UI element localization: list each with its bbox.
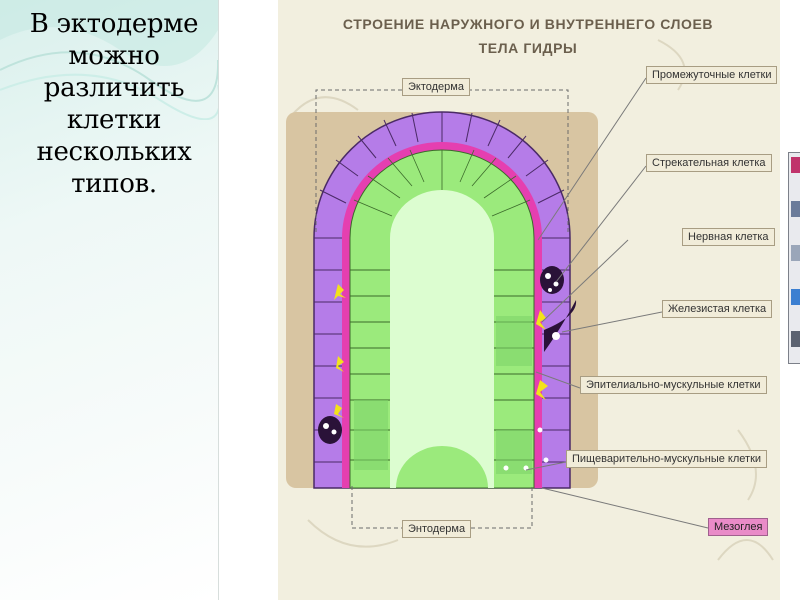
label-digestive-muscle-cells: Пищеварительно-мускульные клетки — [566, 450, 768, 468]
decorative-wave — [0, 0, 218, 120]
endoderm-dots — [503, 427, 549, 471]
gastric-cavity — [390, 190, 494, 488]
side-toolbar — [788, 152, 800, 364]
stinging-cells — [318, 266, 577, 444]
toolbar-button-2[interactable] — [791, 201, 800, 217]
hydra-diagram — [286, 39, 774, 561]
label-epithelial-muscle-cells: Эпителиально-мускульные клетки — [580, 376, 767, 394]
diagram-title: СТРОЕНИЕ НАРУЖНОГО И ВНУТРЕННЕГО СЛОЕВ Т… — [342, 16, 714, 56]
divider — [218, 0, 219, 600]
nerve-cells — [334, 284, 548, 418]
toolbar-button-5[interactable] — [791, 331, 800, 347]
label-endoderm: Энтодерма — [402, 520, 472, 538]
slide-text: В эктодерме можно различить клетки неско… — [29, 9, 199, 199]
label-ectoderm: Эктодерма — [402, 78, 470, 96]
toolbar-button-3[interactable] — [791, 245, 800, 261]
label-intermediate-cells: Промежуточные клетки — [646, 66, 778, 84]
toolbar-button-1[interactable] — [791, 157, 800, 173]
label-stinging-cell: Стрекательная клетка — [646, 154, 772, 172]
hydra-figure: СТРОЕНИЕ НАРУЖНОГО И ВНУТРЕННЕГО СЛОЕВ Т… — [278, 0, 780, 600]
pointer-lines — [525, 77, 709, 529]
slide-text-panel: В эктодерме можно различить клетки неско… — [0, 0, 218, 600]
digestive-muscle-bands — [354, 316, 532, 474]
label-glandular-cell: Железистая клетка — [662, 300, 773, 318]
label-mesoglea: Мезоглея — [708, 518, 769, 536]
label-nerve-cell: Нервная клетка — [682, 228, 775, 246]
endoderm-arch-cells — [353, 149, 531, 217]
toolbar-button-4[interactable] — [791, 289, 800, 305]
